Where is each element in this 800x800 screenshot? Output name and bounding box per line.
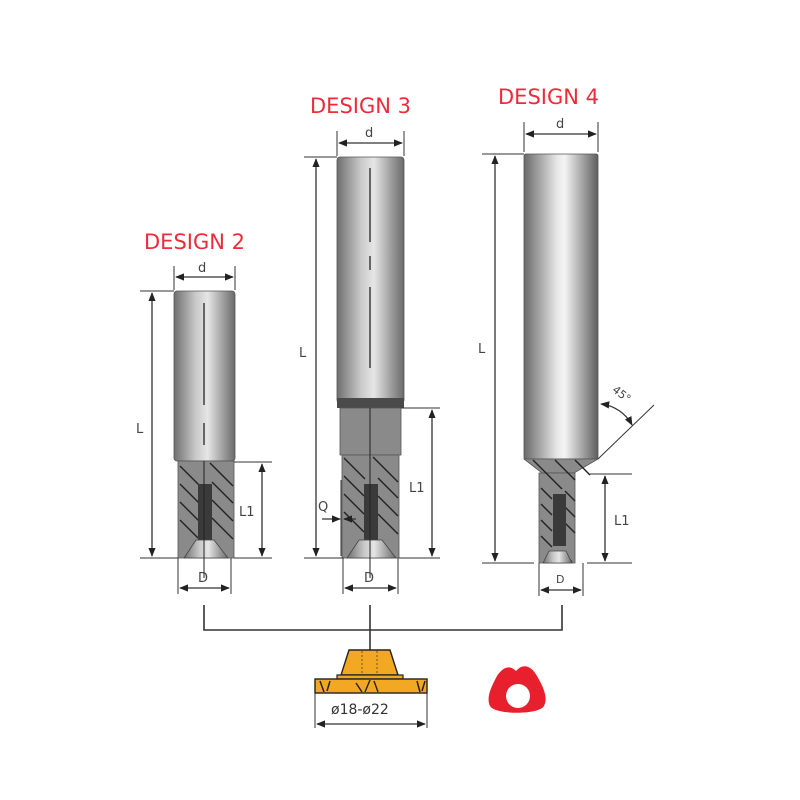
design-4-angle-label: 45° — [610, 383, 633, 405]
design-4-l-label: L — [478, 342, 486, 357]
design-3-l1-label: L1 — [409, 481, 425, 496]
design-2-l-label: L — [136, 422, 144, 437]
design-3-d-label: d — [365, 126, 373, 141]
design-4-title: DESIGN 4 — [498, 85, 599, 109]
connector-bracket — [203, 605, 563, 650]
triangle-profile-icon — [488, 666, 546, 713]
design-2: DESIGN 2 d L L1 D — [136, 230, 272, 594]
insert: ø18-ø22 — [314, 649, 428, 728]
design-2-title: DESIGN 2 — [144, 230, 245, 254]
design-4-D-label: D — [556, 573, 564, 586]
design-2-d-label: d — [198, 261, 206, 276]
design-2-l1-label: L1 — [239, 505, 255, 520]
design-3: DESIGN 3 d L L1 — [299, 94, 440, 594]
insert-range-label: ø18-ø22 — [331, 702, 389, 718]
design-4-d-label: d — [556, 117, 564, 132]
design-3-D-label: D — [364, 571, 374, 586]
design-4: DESIGN 4 d 45° L L1 — [478, 85, 655, 596]
design-3-l-label: L — [299, 346, 307, 361]
design-2-D-label: D — [198, 571, 208, 586]
design-3-title: DESIGN 3 — [310, 94, 411, 118]
design-4-shank — [523, 153, 599, 460]
design-4-l1-label: L1 — [614, 514, 630, 529]
design-3-q-label: Q — [318, 500, 328, 515]
